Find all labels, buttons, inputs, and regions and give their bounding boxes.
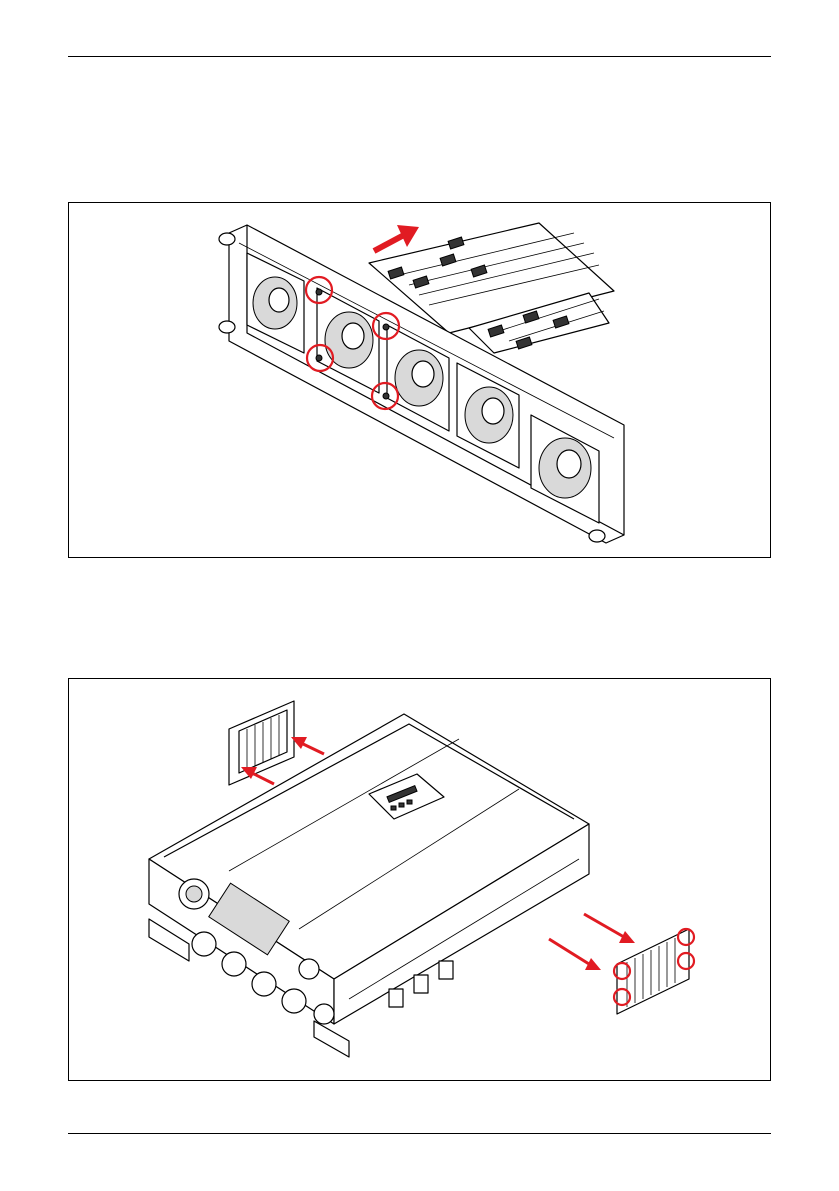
footer-rule [68,1133,771,1134]
insertion-arrow [291,737,324,754]
fan-bracket-drawing [69,203,772,559]
inverter-drawing [69,679,772,1082]
removal-arrow [549,939,601,970]
vent-cover-left [229,701,294,785]
removal-arrow [374,225,419,251]
figure-inverter-vent-covers [68,678,771,1081]
header-rule [68,56,771,57]
removal-arrow [584,914,635,943]
figure-fan-bracket [68,202,771,558]
